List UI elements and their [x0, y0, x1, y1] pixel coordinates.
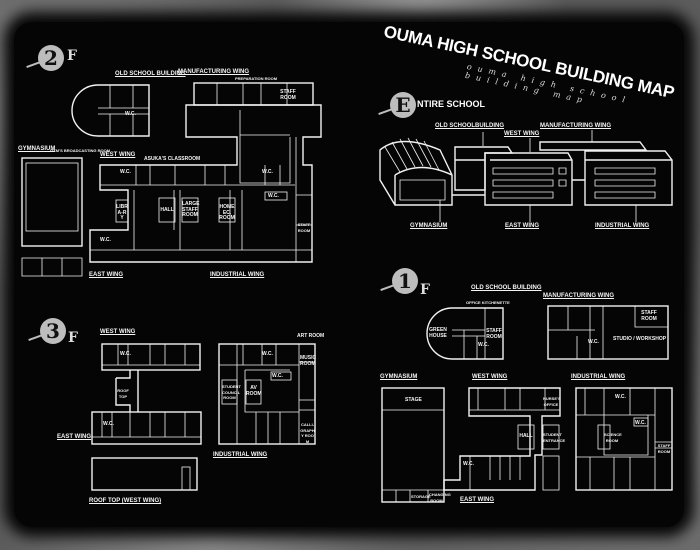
floor1-old-school-label: OLD SCHOOL BUILDING	[471, 285, 542, 291]
floor2-manufacturing	[89, 104, 322, 263]
floor2-gymnasium-label: GYMNASIUM	[18, 146, 56, 152]
floor3-av-room: AV ROOM	[246, 385, 262, 397]
floor2-east-wing-label: EAST WING	[89, 272, 123, 278]
floor1-wc-old: W.C.	[478, 342, 489, 348]
entire-manufacturing-label: MANUFACTURING WING	[540, 123, 611, 129]
floor3-plan	[91, 343, 316, 491]
floor1-stage: STAGE	[405, 397, 422, 403]
floor1-badge: 1	[392, 268, 418, 294]
floor2-home-ec-room: HOME EC. ROOM	[219, 204, 235, 221]
floor1-east-wing-label: EAST WING	[460, 497, 494, 503]
floor1-industrial	[575, 387, 673, 491]
entire-old-school-label: OLD SCHOOLBUILDING	[435, 123, 504, 129]
floor2-plan	[21, 82, 322, 277]
floor1-gymnasium-label: GYMNASIUM	[380, 374, 418, 380]
floor3-music-room: MUSIC ROOM	[300, 355, 317, 367]
floor2-industrial-label: INDUSTRIAL WING	[210, 272, 265, 278]
floor2-suffix: F	[67, 48, 77, 64]
floor2-preparation-room: PREPARATION ROOM	[235, 76, 278, 81]
floor3-student-council-room: STUDENT COUNCIL ROOM	[222, 384, 241, 400]
floor2-wc-industrial: W.C.	[262, 169, 273, 175]
floor3-calligraphy-room: CALLI-GRAPHY ROOM	[300, 422, 315, 444]
floor1-studio-workshop: STUDIO / WORKSHOP	[613, 336, 667, 342]
floor2-wc-east: W.C.	[100, 237, 111, 243]
map-panel	[14, 22, 684, 527]
floor3-east-wing	[91, 411, 202, 445]
floor3-wc-industrial-2: W.C.	[262, 351, 273, 357]
floor1-wc-industrial: W.C.	[635, 420, 646, 426]
floor2-asuka-classroom: ASUKA'S CLASSROOM	[144, 156, 201, 162]
entire-east-wing-block	[452, 141, 673, 206]
entire-badge: E	[390, 92, 416, 118]
floor1-plan	[381, 305, 673, 503]
entire-east-wing-label: EAST WING	[505, 223, 539, 229]
entire-school-3d	[379, 130, 673, 222]
floor3-wc-west: W.C.	[120, 351, 131, 357]
floor2-staff-room: STAFF ROOM	[280, 89, 296, 101]
floor3-suffix: F	[68, 330, 78, 346]
floor2-large-staff-room: LARGE STAFF ROOM	[182, 201, 200, 218]
floor1-staff-room-industrial: STAFF ROOM	[657, 443, 671, 454]
floor1-gymnasium	[381, 387, 445, 503]
floor1-student-entrance: STUDENT ENTRANCE	[543, 432, 566, 443]
floor3-art-room: ART ROOM	[297, 333, 325, 339]
floor1-office-kitchenette: OFFICE KITCHENETTE	[466, 300, 510, 305]
floor1-wc-manufacturing: W.C.	[588, 339, 599, 345]
floor3-badge: 3	[40, 318, 66, 344]
floor1-storage: STORAGE	[411, 494, 431, 499]
floor3-east-wing-label: EAST WING	[57, 434, 91, 440]
floor2-staff-room-2: STAFF ROOM	[297, 222, 311, 233]
floor3-industrial-label: INDUSTRIAL WING	[213, 452, 268, 458]
floor1-staff-room-manufacturing: STAFF ROOM	[641, 310, 657, 322]
floor1-manufacturing	[547, 305, 669, 360]
floor2-hall: HALL	[160, 207, 174, 213]
floor1-staff-room-old: STAFF ROOM	[486, 328, 502, 340]
floor1-hall: HALL	[519, 433, 533, 439]
floor2-old-school-label: OLD SCHOOL BUILDING	[115, 71, 186, 77]
floor2-old-school	[71, 84, 150, 137]
floor2-wc-west: W.C.	[120, 169, 131, 175]
entire-industrial-label: INDUSTRIAL WING	[595, 223, 650, 229]
floor1-wc-east: W.C.	[463, 461, 474, 467]
floor1-science-room: SCIENCE ROOM	[604, 432, 622, 443]
floor1-wc-industrial-2: W.C.	[615, 394, 626, 400]
floor3-wc-industrial: W.C.	[272, 373, 283, 379]
floor1-old-school	[426, 307, 504, 360]
floor3-industrial	[218, 343, 316, 445]
floor1-nurse-office: NURSE'S OFFICE	[543, 396, 561, 407]
floor1-west-wing-label: WEST WING	[472, 374, 508, 380]
entire-school-label: NTIRE SCHOOL	[417, 99, 486, 109]
floor3-west-wing-label: WEST WING	[100, 329, 136, 335]
floor1-suffix: F	[420, 282, 430, 298]
entire-west-wing-label: WEST WING	[504, 131, 540, 137]
floor1-west-east-wing	[443, 387, 561, 491]
floor3-wc-east: W.C.	[103, 421, 114, 427]
floor3-roof-top: ROOF TOP	[117, 388, 129, 399]
floor2-badge: 2	[38, 45, 64, 71]
floor3-rooftop-label: ROOF TOP (WEST WING)	[89, 498, 162, 504]
floor2-library: LIBRA-RY	[116, 204, 128, 221]
floor3-west-wing	[101, 343, 201, 371]
floor2-wc-industrial-2: W.C.	[268, 193, 279, 199]
floor1-changing-room: CHANGING ROOM	[429, 492, 451, 503]
floor2-west-wing-label: WEST WING	[100, 152, 136, 158]
floor1-industrial-label: INDUSTRIAL WING	[571, 374, 626, 380]
floor2-wc-old: W.C.	[125, 111, 136, 117]
floor1-green-house: GREEN HOUSE	[429, 327, 447, 339]
floor3-rooftop	[91, 457, 198, 491]
floor1-manufacturing-label: MANUFACTURING WING	[543, 293, 614, 299]
entire-gymnasium-label: GYMNASIUM	[410, 223, 448, 229]
floor2-broadcasting-room: GYM'S BROADCASTING ROOM	[50, 148, 111, 153]
floor2-gymnasium	[21, 157, 83, 247]
floor2-manufacturing-label: MANUFACTURING WING	[178, 69, 249, 75]
